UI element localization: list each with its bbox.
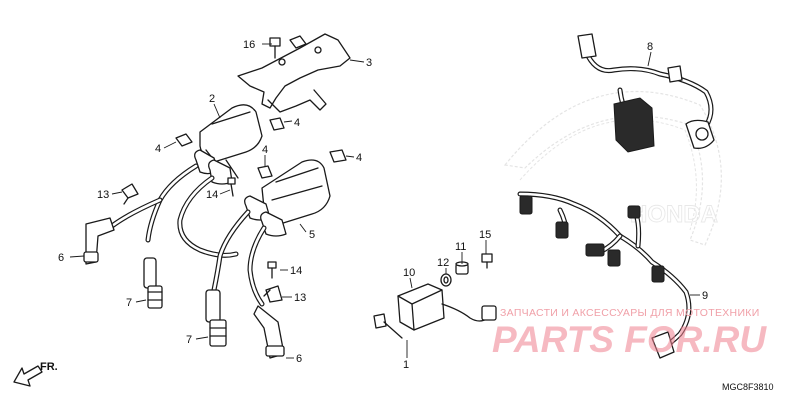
callout-labels: 16 3 2 4 4 4 4 13 14 5 6 14 7 13 7 6 1 1… xyxy=(58,39,708,371)
callout-7-b: 7 xyxy=(186,334,192,346)
callout-3: 3 xyxy=(366,57,372,69)
callout-15: 15 xyxy=(479,229,491,241)
callout-4-d: 4 xyxy=(356,152,362,164)
sub-harness-8 xyxy=(577,33,715,153)
ignition-coil-lower xyxy=(244,159,331,237)
callout-14-b: 14 xyxy=(290,265,302,277)
plug-cap-7-left xyxy=(143,257,163,309)
watermark: ЗАПЧАСТИ И АКСЕССУАРЫ ДЛЯ МОТОТЕХНИКИ PA… xyxy=(492,307,767,360)
spark-plug-cords xyxy=(109,163,267,307)
bolt-14-a xyxy=(227,177,236,197)
clamp-13-a xyxy=(121,183,139,205)
callout-13-a: 13 xyxy=(97,189,109,201)
callout-13-b: 13 xyxy=(294,292,306,304)
relay-unit-10 xyxy=(397,283,497,331)
bolt-15 xyxy=(481,253,493,269)
bolt-1 xyxy=(373,313,403,339)
clamp-13-b xyxy=(263,285,283,303)
front-direction-indicator: FR. xyxy=(13,361,58,387)
diagram-code: MGC8F3810 xyxy=(722,382,774,392)
watermark-logo: PARTS FOR.RU xyxy=(492,319,767,360)
front-arrow-icon xyxy=(13,365,43,387)
grommet-12 xyxy=(440,273,452,287)
watermark-caption: ЗАПЧАСТИ И АКСЕССУАРЫ ДЛЯ МОТОТЕХНИКИ xyxy=(500,307,760,319)
callout-10: 10 xyxy=(403,267,415,279)
ignition-coil-upper xyxy=(194,104,263,185)
direction-label: FR. xyxy=(40,361,58,373)
coil-bracket xyxy=(237,33,351,113)
harness-9 xyxy=(517,191,692,359)
brand-wing-emblem: HONDA xyxy=(503,90,722,246)
callout-5: 5 xyxy=(309,229,315,241)
nut-4-b xyxy=(269,117,285,131)
callout-9: 9 xyxy=(702,290,708,302)
callout-2: 2 xyxy=(209,93,215,105)
svg-text:HONDA: HONDA xyxy=(630,201,718,228)
nut-4-d xyxy=(329,149,347,163)
callout-8: 8 xyxy=(647,41,653,53)
leader-lines xyxy=(69,43,700,359)
callout-6-b: 6 xyxy=(296,353,302,365)
plug-cap-7-right xyxy=(205,289,227,347)
callout-11: 11 xyxy=(455,241,466,253)
callout-1: 1 xyxy=(403,359,409,371)
nut-4-c xyxy=(257,165,273,179)
callout-6-a: 6 xyxy=(58,252,64,264)
callout-14-a: 14 xyxy=(206,189,218,201)
callout-4-b: 4 xyxy=(294,117,300,129)
plug-cap-6-lower xyxy=(253,305,285,359)
bolt-14-b xyxy=(267,261,277,279)
callout-16: 16 xyxy=(243,39,255,51)
callout-4-a: 4 xyxy=(155,143,161,155)
nut-4-a xyxy=(175,133,193,147)
callout-4-c: 4 xyxy=(262,144,268,156)
callout-12: 12 xyxy=(437,257,449,269)
bolt-16 xyxy=(269,37,281,59)
callout-7-a: 7 xyxy=(126,297,132,309)
plug-cap-6-upper xyxy=(83,217,115,265)
